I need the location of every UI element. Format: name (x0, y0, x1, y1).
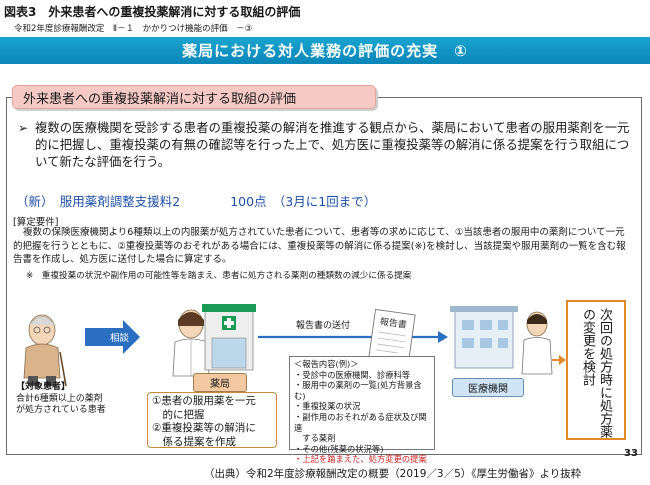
requirements-body: 複数の保険医療機関より6種類以上の内服薬が処方されていた患者について、患者等の求… (13, 226, 633, 267)
banner-title: 薬局における対人業務の評価の充実 ① (182, 42, 468, 60)
report-send-arrow (258, 331, 448, 343)
patient-caption-line: 合計6種類以上の薬剤 (16, 393, 103, 404)
report-contents-item: ・受診中の医療機関、診療科等 (294, 369, 411, 380)
pharmacy-action-line: 係る提案を作成 (152, 435, 236, 448)
bullet-arrow-icon: ➢ (18, 121, 29, 135)
pharmacy-action-line: 的に把握 (152, 408, 205, 421)
report-contents-item: ・副作用のおそれがある症状及び関連 (294, 411, 427, 433)
requirements-heading: [算定要件] (13, 217, 59, 228)
report-contents-highlight: ・上記を踏まえた、処方変更の提案 (294, 454, 427, 465)
page-number: 33 (624, 448, 638, 459)
next-arrow (552, 355, 566, 365)
report-document-icon: 報告書 (368, 308, 416, 364)
footnote: ※ 重複投薬の状況や副作用の可能性等を踏まえ、患者に処方される薬剤の種類数の減少… (26, 271, 412, 281)
section-tab: 外来患者への重複投薬解消に対する取組の評価 (12, 85, 376, 109)
figure-subtitle: 令和2年度診療報酬改定 Ⅱ－１ かかりつけ機能の評価 －③ (14, 24, 253, 34)
doctor-icon (521, 311, 553, 375)
pharmacy-action-line: ①患者の服用薬を一元 (152, 395, 256, 407)
figure-title: 図表3 外来患者への重複投薬解消に対する取組の評価 (4, 5, 301, 19)
diagram-illustration: 報告書 (23, 304, 566, 387)
report-contents-item: する薬剤 (294, 433, 336, 444)
report-contents-item: ・重複投薬の状況 (294, 401, 361, 412)
consult-label: 相談 (110, 333, 130, 344)
patient-caption-title: 【対象患者】 (16, 382, 71, 392)
report-paper-title: 報告書 (379, 315, 407, 331)
source-citation: （出典）令和2年度診療報酬改定の概要（2019／3／5）《厚生労働省》より抜粋 (204, 468, 582, 480)
bullet-text: 複数の医療機関を受診する患者の重複投薬の解消を推進する観点から、薬局において患者… (35, 120, 630, 169)
report-contents-box: ＜報告内容(例)＞ ・受診中の医療機関、診療科等 ・服用中の薬剤の一覧(処方背景… (289, 356, 435, 464)
patient-caption: 【対象患者】 合計6種類以上の薬剤 が処方されている患者 (16, 382, 106, 417)
next-prescription-text: 次回の処方時に処方薬の変更を検討 (580, 308, 612, 438)
section-banner: 薬局における対人業務の評価の充実 ① (0, 37, 650, 64)
new-points-line: （新） 服用薬剤調整支援料2 100点 （3月に1回まで） (16, 194, 377, 209)
pharmacy-action-line: ②重複投薬等の解消に (152, 422, 256, 434)
patient-icon (23, 314, 67, 387)
report-sent-label: 報告書の送付 (296, 321, 351, 331)
clinic-label: 医療機関 (452, 378, 524, 397)
section-tab-title: 外来患者への重複投薬解消に対する取組の評価 (23, 91, 297, 107)
requirements-text: 複数の保険医療機関より6種類以上の内服薬が処方されていた患者について、患者等の求… (13, 227, 626, 265)
pharmacy-building-icon (202, 304, 256, 371)
clinic-building-icon (450, 306, 518, 369)
pharmacy-label: 薬局 (193, 373, 247, 392)
report-contents-item: ・その他(残薬の状況等) (294, 443, 384, 454)
report-contents-title: ＜報告内容(例)＞ (294, 359, 359, 369)
report-contents-item: ・服用中の薬剤の一覧(処方背景含む) (294, 380, 422, 401)
patient-caption-line: が処方されている患者 (16, 405, 106, 415)
consult-arrow-icon (85, 320, 140, 354)
pharmacy-actions-box: ①患者の服用薬を一元 的に把握 ②重複投薬等の解消に 係る提案を作成 (147, 392, 277, 448)
next-prescription-box: 次回の処方時に処方薬の変更を検討 (566, 300, 626, 440)
pharmacist-icon (172, 309, 210, 377)
